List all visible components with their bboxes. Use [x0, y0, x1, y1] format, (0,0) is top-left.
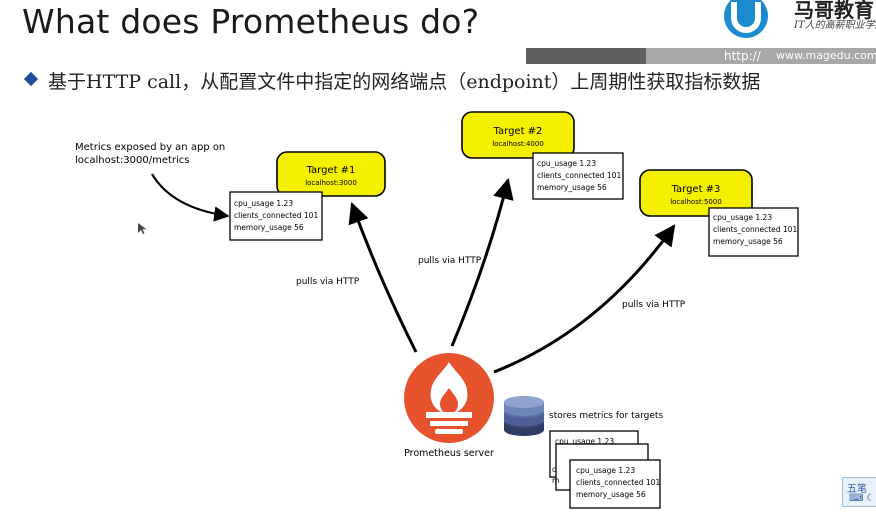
diamond-bullet-icon: [23, 71, 39, 87]
slide-title: What does Prometheus do?: [22, 2, 480, 41]
target-3-metric-3: memory_usage 56: [713, 237, 783, 246]
target-3-box: [639, 169, 753, 217]
stored-back-fragment-m: m: [552, 476, 559, 485]
edge-label-2: pulls via HTTP: [418, 256, 482, 266]
edge-label-3: pulls via HTTP: [622, 300, 686, 310]
prometheus-server-label: Prometheus server: [404, 448, 494, 459]
target-1-metric-1: cpu_usage 1.23: [234, 199, 293, 208]
target-2-box: [461, 111, 575, 159]
app-note-arrow: [151, 173, 230, 222]
ime-toolbar[interactable]: 五笔 ⌨ ☾: [842, 477, 876, 507]
stored-metric-2: clients_connected 101: [576, 478, 660, 487]
target-3-metric-2: clients_connected 101: [713, 225, 797, 234]
url-protocol: http://: [724, 49, 761, 63]
target-1-metrics: cpu_usage 1.23 clients_connected 101 mem…: [234, 199, 321, 232]
stored-back-metric-1: cpu_usage 1.23: [555, 437, 614, 446]
target-2-metrics: cpu_usage 1.23 clients_connected 101 mem…: [537, 159, 624, 192]
url-website[interactable]: www.magedu.com: [776, 49, 876, 62]
target-3-metrics: cpu_usage 1.23 clients_connected 101 mem…: [713, 213, 800, 246]
stored-back-fragment-c: c: [552, 465, 556, 474]
target-3-name: Target #3: [671, 184, 721, 195]
bullet-text: 基于HTTP call，从配置文件中指定的网络端点（endpoint）上周期性获…: [48, 71, 761, 93]
stored-front-metrics: cpu_usage 1.23 clients_connected 101 mem…: [576, 466, 663, 499]
storage-label: stores metrics for targets: [549, 411, 663, 421]
target-2-metric-3: memory_usage 56: [537, 183, 607, 192]
ime-mode-label[interactable]: 五笔: [847, 484, 867, 495]
stored-metrics-stack: cpu_usage 1.23 c m cpu_usage 1.23 client…: [549, 430, 663, 509]
target-2: Target #2 localhost:4000 cpu_usage 1.23 …: [461, 111, 624, 200]
database-icon: [504, 396, 544, 436]
target-2-host: localhost:4000: [492, 140, 544, 148]
target-1-name: Target #1: [306, 165, 356, 176]
url-banner: [526, 48, 876, 64]
target-3: Target #3 localhost:5000 cpu_usage 1.23 …: [639, 169, 800, 257]
magedu-logo: [724, 0, 768, 38]
target-1-metric-2: clients_connected 101: [234, 211, 318, 220]
target-1-host: localhost:3000: [305, 179, 357, 187]
app-note: Metrics exposed by an app on localhost:3…: [75, 142, 228, 166]
prometheus-diagram: Metrics exposed by an app on localhost:3…: [75, 111, 800, 509]
target-3-metric-1: cpu_usage 1.23: [713, 213, 772, 222]
prometheus-logo-icon: [404, 353, 494, 443]
pull-arrow-target-2: [450, 177, 514, 347]
target-1-metrics-box: [229, 191, 323, 241]
pull-arrow-target-3: [493, 224, 676, 374]
target-2-metric-1: cpu_usage 1.23: [537, 159, 596, 168]
target-3-metrics-box: [708, 207, 799, 257]
target-2-name: Target #2: [493, 126, 543, 137]
logo-slogan: IT人的高薪职业学院: [794, 20, 876, 31]
target-1: Target #1 localhost:3000 cpu_usage 1.23 …: [229, 151, 386, 241]
target-1-box: [276, 151, 386, 197]
target-1-metric-3: memory_usage 56: [234, 223, 304, 232]
stored-metric-3: memory_usage 56: [576, 490, 646, 499]
target-2-metric-2: clients_connected 101: [537, 171, 621, 180]
target-3-host: localhost:5000: [670, 198, 722, 206]
target-2-metrics-box: [532, 152, 624, 200]
stored-card-front: [569, 459, 661, 509]
pull-arrow-target-1: [348, 202, 418, 353]
mouse-cursor-icon: [138, 223, 147, 234]
stored-metric-1: cpu_usage 1.23: [576, 466, 635, 475]
edge-label-1: pulls via HTTP: [296, 277, 360, 287]
app-note-line-1: Metrics exposed by an app on: [75, 142, 225, 153]
app-note-line-2: localhost:3000/metrics: [75, 155, 190, 166]
logo-company-name: 马哥教育: [794, 0, 874, 22]
ime-keyboard-icon[interactable]: ⌨ ☾: [849, 493, 876, 504]
